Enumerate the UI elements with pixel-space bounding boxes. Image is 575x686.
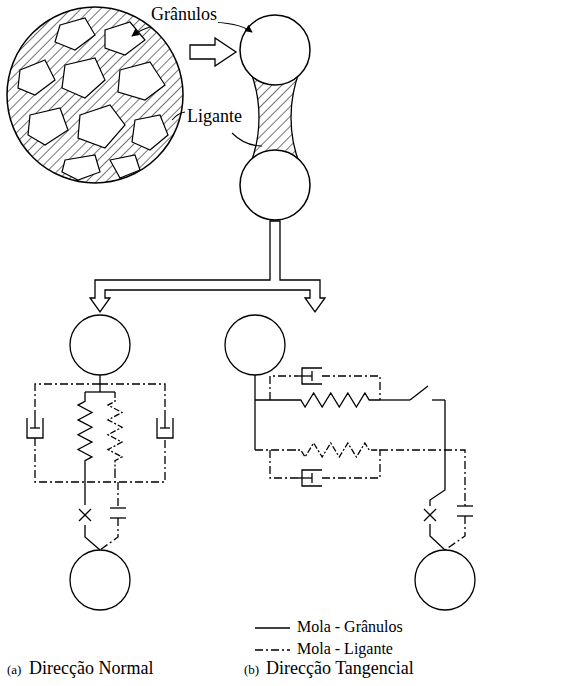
legend-text: Mola - Ligante: [296, 640, 394, 658]
spring-symbol: [290, 443, 380, 457]
granule-pair: [240, 15, 310, 220]
part-label: Grânulos: [150, 4, 218, 25]
caption-letter: (a): [6, 663, 22, 678]
caption-text: Direcção Normal: [28, 658, 154, 679]
tangential-model: [225, 315, 475, 610]
legend-sample: [255, 649, 290, 651]
spring-symbol: [78, 392, 92, 470]
leader-lines: [132, 22, 262, 146]
legend-samples: [255, 628, 290, 650]
caption-letter: (b): [243, 663, 260, 678]
part-label: Ligante: [186, 106, 243, 127]
branch-arrow: [90, 221, 325, 312]
mixture-circle: [7, 7, 183, 183]
caption-text: Direcção Tangencial: [265, 658, 415, 679]
legend-text: Mola - Grânulos: [296, 618, 404, 636]
normal-model: [27, 315, 173, 610]
spring-symbol: [290, 393, 380, 407]
spring-symbol: [108, 392, 122, 470]
hollow-arrow: [190, 38, 236, 66]
springs: [78, 392, 380, 470]
legend-sample: [255, 627, 290, 629]
